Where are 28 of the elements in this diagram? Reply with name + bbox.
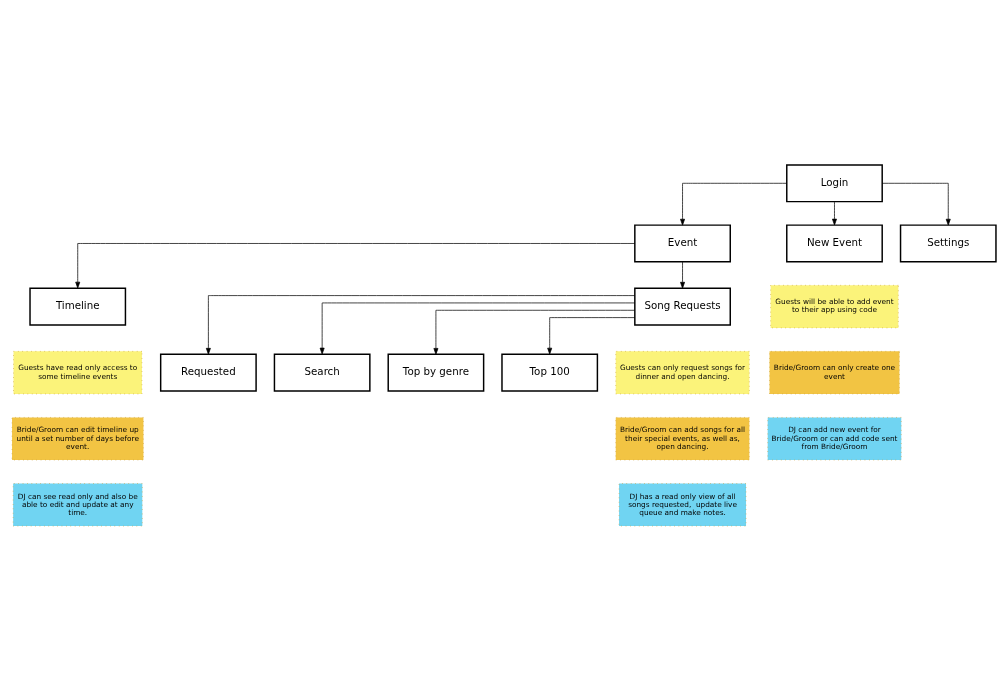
node-box: Search — [273, 353, 371, 392]
node-box: Guests have read only access to some timeline events — [13, 351, 143, 395]
arrow — [547, 317, 636, 355]
arrow — [882, 182, 951, 226]
node-box: Event — [634, 224, 731, 263]
node-box: Bride/Groom can only create one event — [769, 351, 900, 395]
node-box: Top 100 — [501, 353, 599, 392]
node-box: Requested — [159, 353, 257, 392]
arrow — [205, 295, 636, 355]
arrow — [832, 201, 837, 226]
arrow — [680, 261, 685, 289]
node-box: Song Requests — [634, 287, 731, 326]
node-box: Timeline — [29, 287, 127, 326]
node-box: Guests can only request songs for dinner and open dancing. — [615, 351, 750, 395]
node-box: New Event — [786, 224, 883, 263]
arrow — [319, 302, 636, 355]
node-box: Top by genre — [387, 353, 485, 392]
arrow — [75, 243, 636, 289]
arrow — [433, 309, 636, 355]
node-box: Bride/Groom can add songs for all their special events, as well as, open dancing. — [615, 417, 750, 461]
node-box: DJ can see read only and also be able to edit and update at any time. — [12, 483, 143, 527]
arrow — [680, 182, 787, 226]
node-box: Settings — [899, 224, 997, 263]
node-box: DJ can add new event for Bride/Groom or can add code sent from Bride/Groom — [767, 417, 902, 461]
node-box: Guests will be able to add event to their app using code — [770, 284, 899, 329]
node-box: Login — [786, 164, 883, 203]
node-box: Bride/Groom can edit timeline up until a set number of days before event. — [11, 417, 144, 461]
node-box: DJ has a read only view of all songs requested, update live queue and make notes. — [618, 483, 747, 527]
